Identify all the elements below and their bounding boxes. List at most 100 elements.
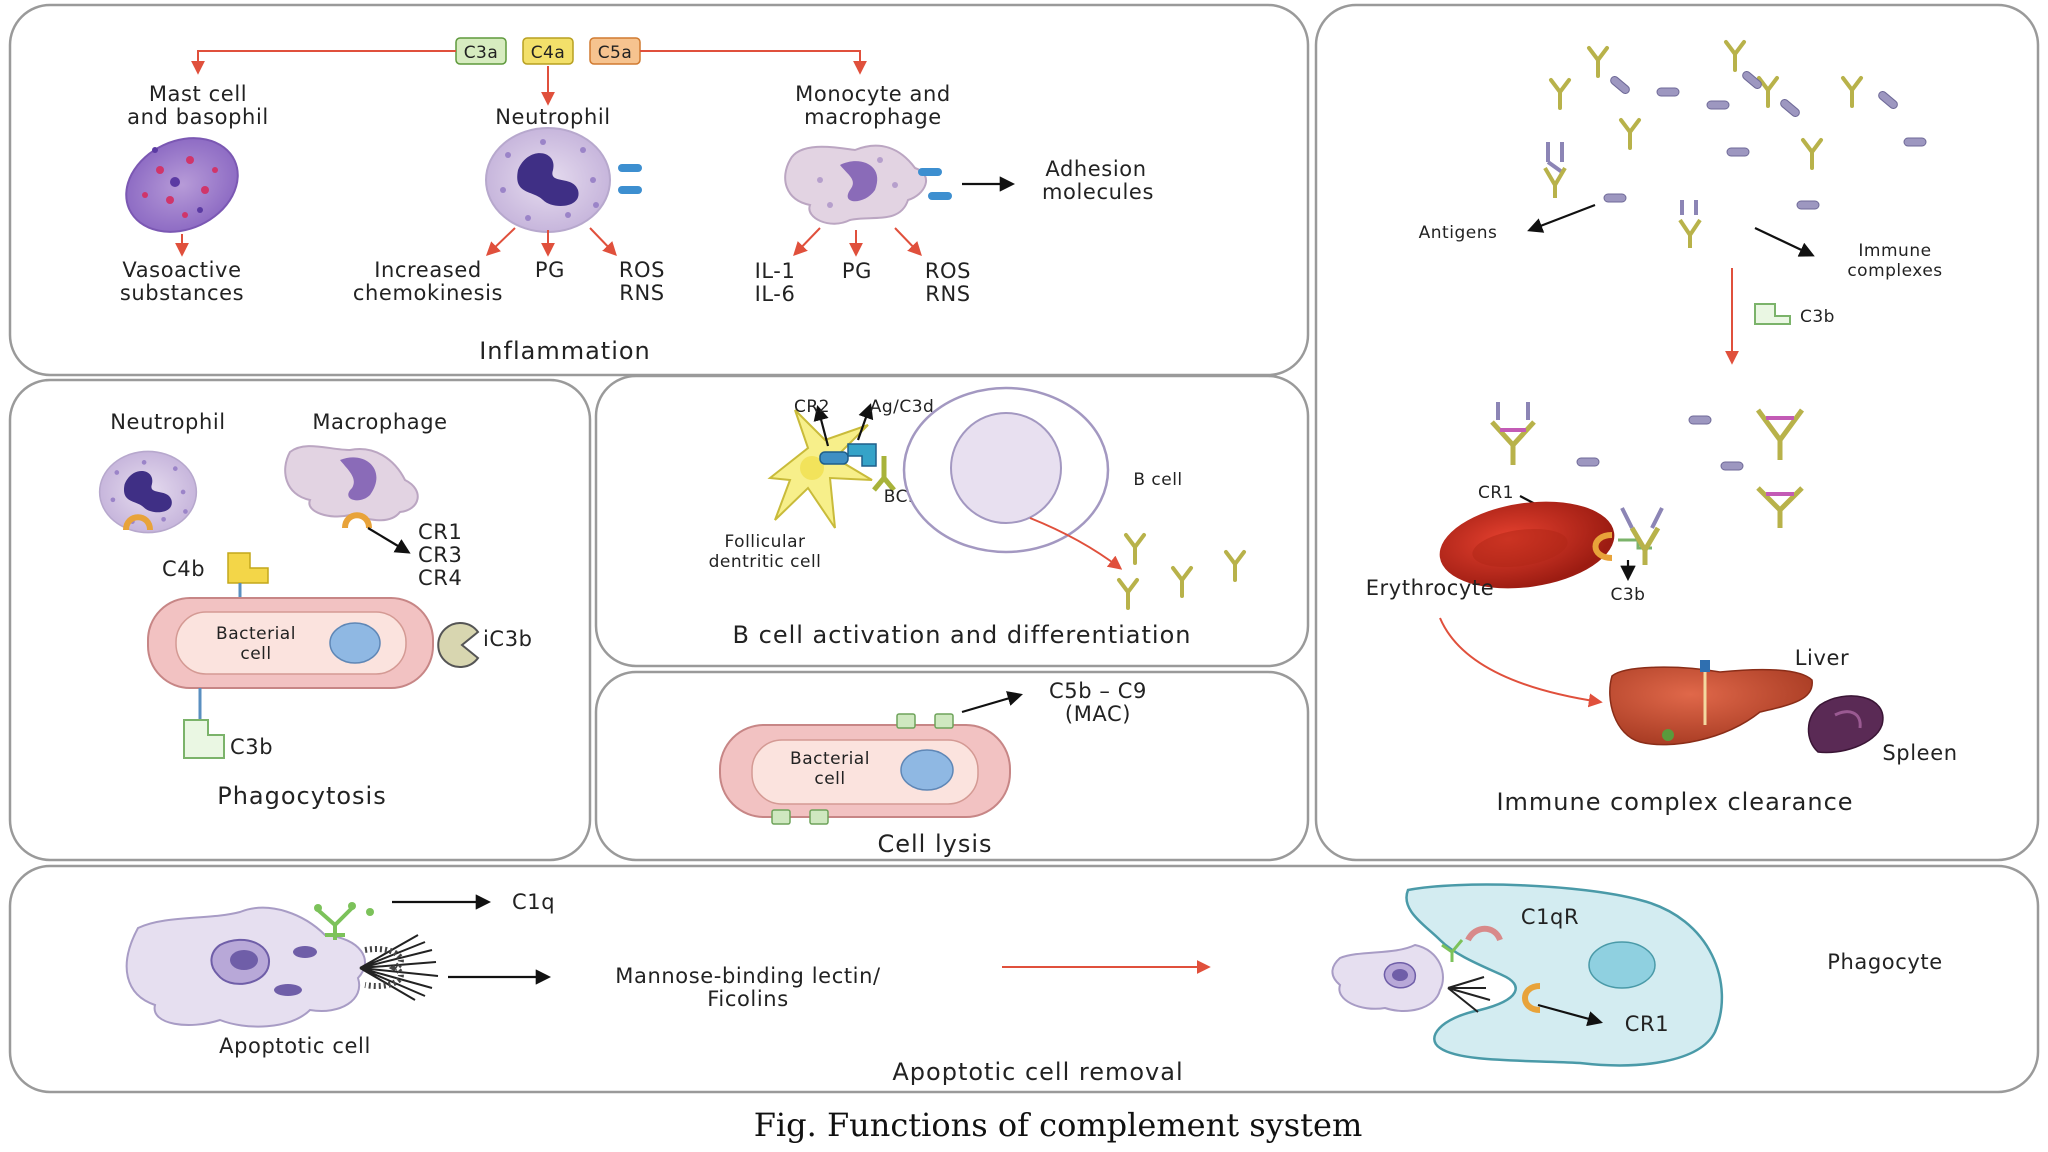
immune-clearance-panel — [1314, 3, 2040, 862]
b-cell-label: B cell — [1133, 470, 1182, 490]
phago-macrophage-label: Macrophage — [312, 410, 447, 434]
antigen-antibody-cluster — [1543, 40, 1927, 248]
apoptotic-cell — [125, 906, 366, 1028]
immune-complexes-label-2: complexes — [1847, 261, 1942, 281]
anaphylatoxin-arrows — [191, 50, 867, 106]
ag-c3d-label: Ag/C3d — [870, 397, 935, 417]
spleen — [1807, 695, 1884, 754]
c4a-box — [522, 37, 574, 65]
follicular-dendritic-cell — [767, 409, 873, 529]
anaphylatoxin-boxes: C3a C4a C5a — [455, 37, 641, 65]
phago-macrophage-receptor — [342, 512, 372, 529]
apoptotic-title: Apoptotic cell removal — [892, 1058, 1183, 1086]
erythrocyte-label: Erythrocyte — [1366, 576, 1495, 600]
mac-pores — [771, 713, 954, 825]
phagocytosis-title: Phagocytosis — [217, 782, 386, 810]
vasoactive-label-2: substances — [120, 281, 244, 305]
mac-label-2: (MAC) — [1065, 702, 1131, 726]
phago-bacterial-cell — [147, 597, 434, 689]
mast-cell-label-2: and basophil — [127, 105, 269, 129]
phagocyte-label: Phagocyte — [1827, 950, 1943, 974]
apoptotic-cell-label: Apoptotic cell — [219, 1034, 371, 1058]
increased-label-2: chemokinesis — [353, 281, 503, 305]
ic3b-label: iC3b — [483, 627, 533, 651]
lysis-bacterial-cell — [719, 724, 1011, 818]
monocyte-label-2: macrophage — [804, 105, 942, 129]
erythrocyte — [1439, 501, 1615, 589]
mac-label: C5b – C9 — [1049, 679, 1147, 703]
figure-caption: Fig. Functions of complement system — [754, 1106, 1363, 1144]
immune-complexes-label: Immune — [1858, 241, 1931, 261]
c5a-label: C5a — [598, 43, 633, 63]
pg-label-neutrophil: PG — [535, 258, 565, 282]
cell-lysis-title: Cell lysis — [877, 830, 992, 858]
engulfed-apoptotic-cell — [1331, 939, 1491, 1013]
c3a-label: C3a — [464, 43, 499, 63]
adhesion-label-2: molecules — [1042, 180, 1154, 204]
clearance-c3b-label: C3b — [1800, 307, 1835, 327]
il6-label: IL-6 — [755, 282, 796, 306]
ros-label-neutrophil: ROS — [619, 258, 665, 282]
rns-label-neutrophil: RNS — [619, 281, 664, 305]
cr1-label: CR1 — [418, 520, 462, 544]
clearance-c3b-bottom-label: C3b — [1611, 585, 1646, 605]
c1q-label: C1q — [512, 890, 555, 914]
c3b-fragment — [183, 719, 225, 759]
bound-complex — [1618, 507, 1664, 565]
inflammation-title: Inflammation — [479, 337, 651, 365]
mast-cell — [125, 137, 239, 233]
phago-neutrophil-label: Neutrophil — [110, 410, 226, 434]
opsonized-complexes — [1490, 402, 1805, 528]
lysis-bacterial-label: Bacterial — [790, 749, 870, 769]
adhesion-label: Adhesion — [1045, 157, 1146, 181]
pg-label-macrophage: PG — [842, 259, 872, 283]
c1qr-receptor — [1465, 925, 1503, 942]
macrophage-cell — [784, 144, 928, 225]
c4a-label: C4a — [531, 43, 566, 63]
il1-label: IL-1 — [755, 259, 796, 283]
ic3b-fragment — [437, 622, 480, 668]
liver — [1609, 660, 1813, 746]
liver-label: Liver — [1795, 646, 1850, 670]
monocyte-label: Monocyte and — [795, 82, 951, 106]
b-cell — [902, 386, 1110, 554]
phago-neutrophil-receptor — [123, 514, 153, 531]
clearance-title: Immune complex clearance — [1496, 788, 1853, 816]
c1q-molecule — [314, 902, 374, 940]
phago-bacterial-label-2: cell — [240, 644, 271, 664]
c3b-fragment-top — [1754, 303, 1791, 325]
rns-label-macrophage: RNS — [925, 282, 970, 306]
mast-cell-label: Mast cell — [149, 82, 247, 106]
lysis-bacterial-label-2: cell — [814, 769, 845, 789]
antigens-label: Antigens — [1419, 223, 1498, 243]
cr4-label: CR4 — [418, 566, 462, 590]
phago-bacterial-label: Bacterial — [216, 624, 296, 644]
c1qr-label: C1qR — [1521, 905, 1579, 929]
cr2-label: CR2 — [794, 397, 830, 417]
vasoactive-label: Vasoactive — [122, 258, 241, 282]
phagocyte-cr1-label: CR1 — [1625, 1012, 1669, 1036]
mbl-label: Mannose-binding lectin/ — [615, 964, 881, 988]
mbl-ficolins — [359, 934, 439, 1001]
spleen-label: Spleen — [1882, 741, 1957, 765]
cr1-clearance-label: CR1 — [1478, 483, 1514, 503]
neutrophil-receptors — [618, 164, 642, 194]
phagocyte-cr1 — [1522, 983, 1541, 1013]
neutrophil-label: Neutrophil — [495, 105, 611, 129]
c4b-fragment — [227, 552, 269, 584]
fdc-label-2: dentritic cell — [709, 552, 822, 572]
increased-label: Increased — [374, 258, 482, 282]
b-cell-title: B cell activation and differentiation — [733, 621, 1192, 649]
mbl-label-2: Ficolins — [707, 987, 789, 1011]
cr3-label: CR3 — [418, 543, 462, 567]
neutrophil-cell — [485, 127, 611, 233]
cr2-complex — [819, 443, 896, 492]
c4b-label: C4b — [162, 557, 205, 581]
phago-c3b-label: C3b — [230, 735, 273, 759]
fdc-label: Follicular — [725, 532, 806, 552]
ros-label-macrophage: ROS — [925, 259, 971, 283]
erythrocyte-cr1 — [1592, 532, 1613, 561]
phago-macrophage-cell — [284, 445, 419, 522]
macrophage-receptors — [918, 168, 952, 200]
